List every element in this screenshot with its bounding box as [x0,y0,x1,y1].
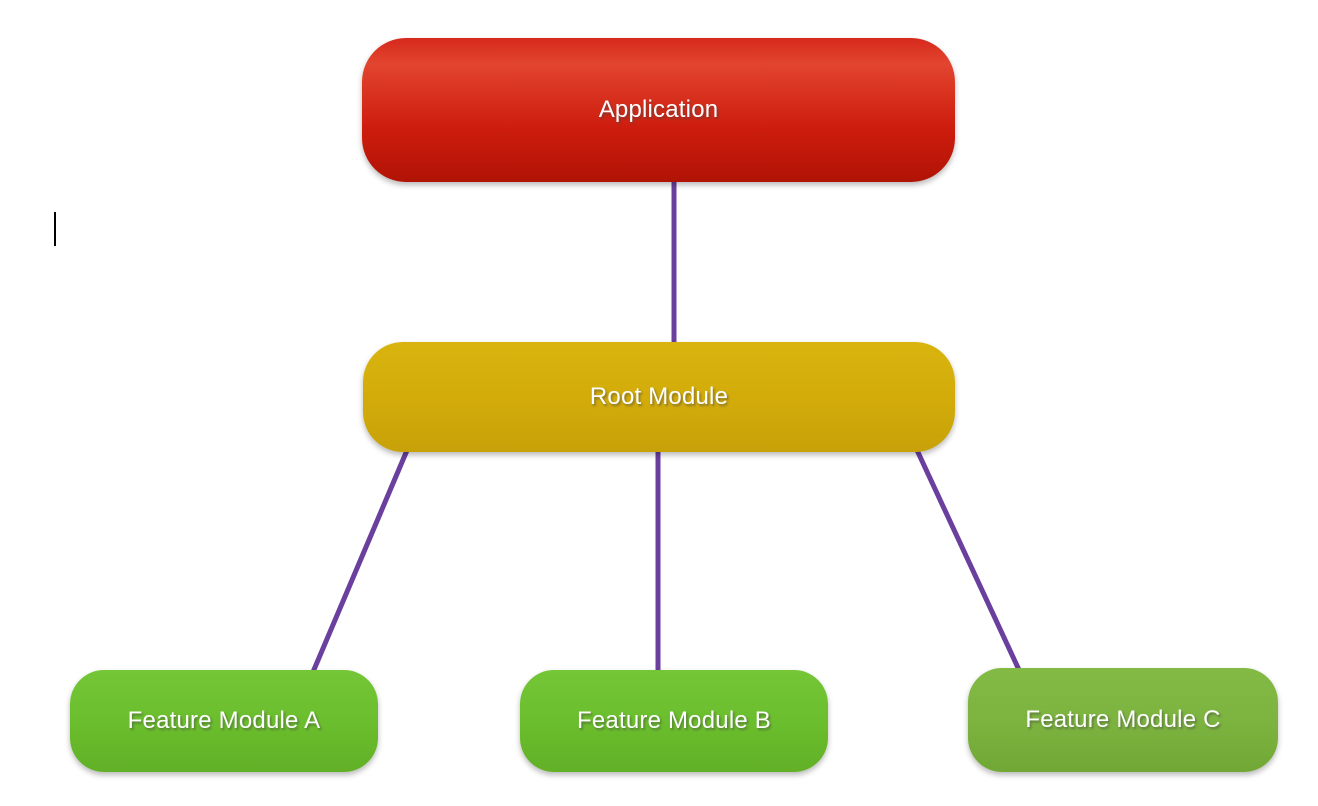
node-feature-module-c-label: Feature Module C [1025,706,1221,733]
node-application-label: Application [598,96,719,123]
edge-root-module-feature-c [913,446,1023,674]
node-feature-module-b-label: Feature Module B [577,707,771,734]
text-caret [54,212,56,246]
node-root-module[interactable]: Root Module [363,342,955,452]
node-root-module-label: Root Module [589,383,729,410]
node-feature-module-b[interactable]: Feature Module B [520,670,828,772]
node-feature-module-c[interactable]: Feature Module C [968,668,1278,772]
node-feature-module-a[interactable]: Feature Module A [70,670,378,772]
node-feature-module-a-label: Feature Module A [127,707,321,734]
edge-root-module-feature-a [310,447,411,673]
node-application[interactable]: Application [362,38,955,182]
